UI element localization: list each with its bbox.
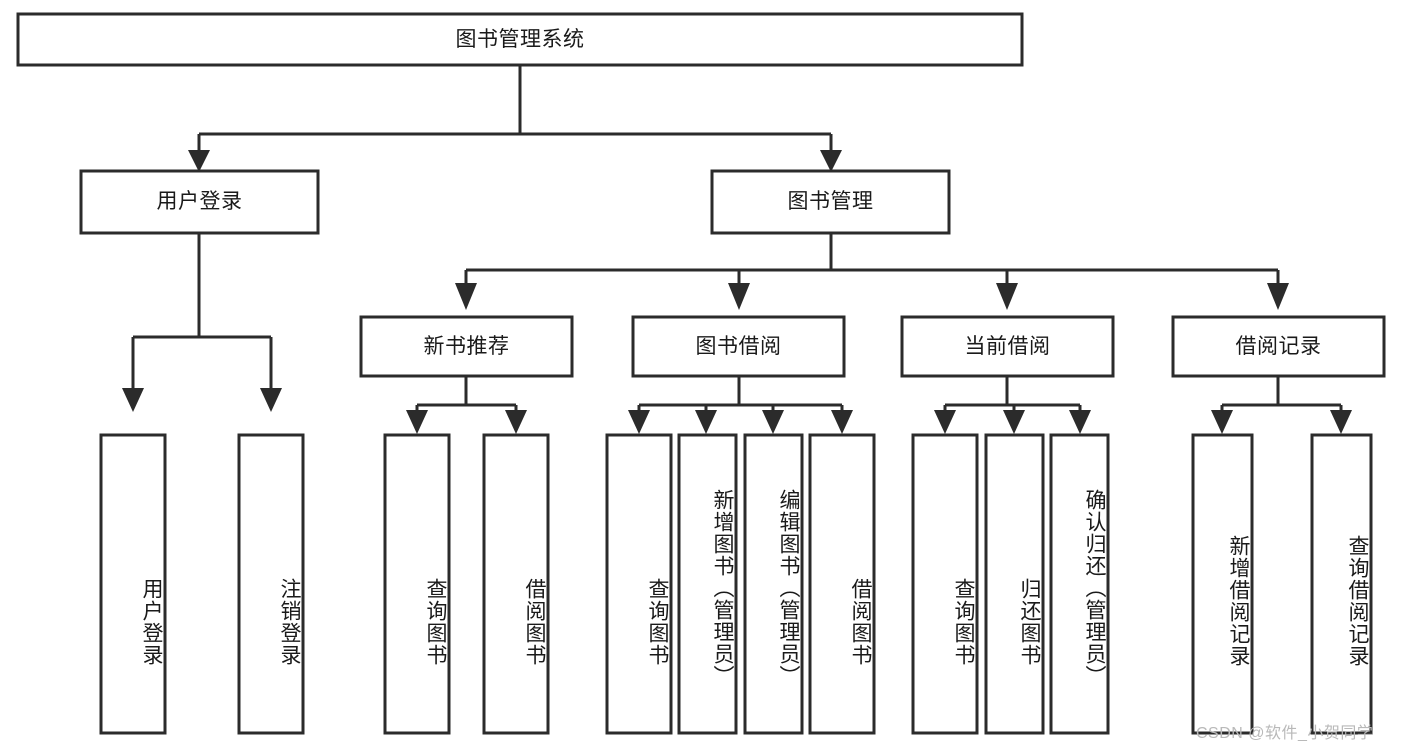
node-box-book-borrow[interactable]	[631, 315, 846, 378]
node-box-leaf-add-book[interactable]	[677, 433, 738, 735]
arrow-head-icon	[831, 410, 853, 434]
edge-bookmanage-to-level3	[455, 233, 1289, 310]
arrow-head-icon	[1003, 410, 1025, 434]
node-box-borrow-record[interactable]	[1171, 315, 1386, 378]
arrow-head-icon	[1267, 283, 1289, 310]
arrow-head-icon	[188, 150, 210, 172]
node-box-leaf-user-login[interactable]	[99, 433, 167, 735]
arrow-head-icon	[1069, 410, 1091, 434]
edge-borrowrecord-to-leaves	[1211, 376, 1352, 434]
arrow-head-icon	[455, 283, 477, 310]
node-box-leaf-borrow-book-1[interactable]	[482, 433, 550, 735]
node-box-leaf-query-record[interactable]	[1310, 433, 1373, 735]
node-box-user-login[interactable]	[79, 169, 320, 235]
node-box-book-manage[interactable]	[710, 169, 951, 235]
node-box-root[interactable]	[16, 12, 1024, 67]
node-box-leaf-query-book-3[interactable]	[911, 433, 979, 735]
node-box-leaf-logout[interactable]	[237, 433, 305, 735]
edge-root-to-level2	[188, 65, 842, 172]
edge-userlogin-to-leaves	[122, 233, 282, 412]
arrow-head-icon	[628, 410, 650, 434]
arrow-head-icon	[1330, 410, 1352, 434]
arrow-head-icon	[934, 410, 956, 434]
arrow-head-icon	[260, 388, 282, 412]
node-box-new-book-rec[interactable]	[359, 315, 574, 378]
arrow-head-icon	[1211, 410, 1233, 434]
node-box-current-borrow[interactable]	[900, 315, 1115, 378]
edge-bookborrow-to-leaves	[628, 376, 853, 434]
arrow-head-icon	[505, 410, 527, 434]
node-box-leaf-return-book[interactable]	[984, 433, 1045, 735]
arrow-head-icon	[996, 283, 1018, 310]
arrow-head-icon	[406, 410, 428, 434]
arrow-head-icon	[762, 410, 784, 434]
node-box-leaf-borrow-book-2[interactable]	[808, 433, 876, 735]
node-box-leaf-confirm-return[interactable]	[1049, 433, 1110, 735]
edge-currentborrow-to-leaves	[934, 376, 1091, 434]
node-box-leaf-query-book-1[interactable]	[383, 433, 451, 735]
arrow-head-icon	[728, 283, 750, 310]
node-box-leaf-add-record[interactable]	[1191, 433, 1254, 735]
arrow-head-icon	[122, 388, 144, 412]
edge-newbookrec-to-leaves	[406, 376, 527, 434]
node-box-leaf-edit-book[interactable]	[743, 433, 804, 735]
arrow-head-icon	[820, 150, 842, 172]
node-box-leaf-query-book-2[interactable]	[605, 433, 673, 735]
arrow-head-icon	[695, 410, 717, 434]
